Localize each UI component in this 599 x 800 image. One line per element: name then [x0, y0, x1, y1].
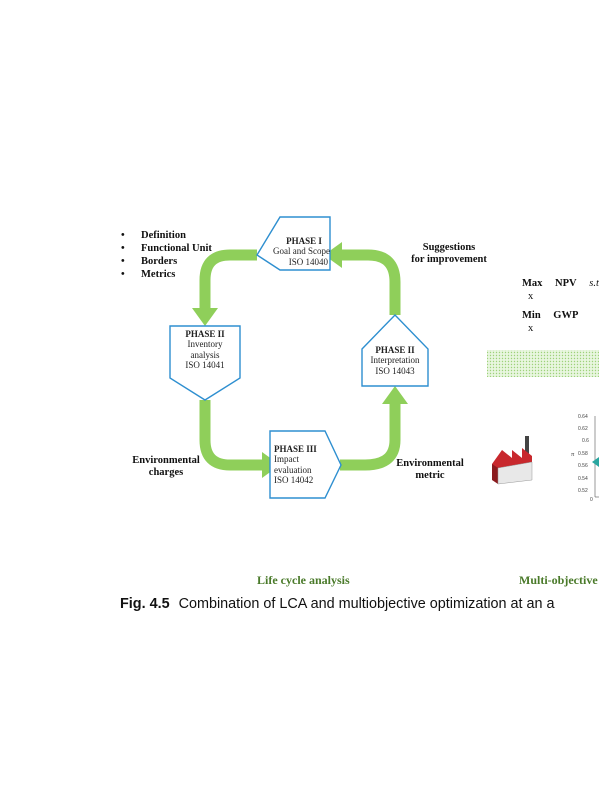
phase-inventory-line: Inventory [187, 339, 223, 349]
pareto-marker [592, 457, 599, 467]
bullet-item: Definition [120, 229, 212, 242]
environmental-metric-line: Environmental [396, 458, 464, 469]
environmental-charges-line: charges [148, 467, 184, 478]
st-label: s.t [589, 278, 599, 289]
phase-inventory-line: analysis [190, 349, 220, 360]
arrowhead-up-right [382, 386, 408, 404]
inventory-box-shape [169, 325, 241, 401]
environmental-charges-line: Environmental [132, 455, 200, 466]
phase-boxes [169, 216, 429, 499]
phase-impact-box: PHASE III Impact evaluation ISO 14042 [274, 444, 326, 486]
max-label: Max [522, 278, 543, 289]
bullet-item: Functional Unit [120, 242, 212, 255]
min-var: x [528, 323, 534, 334]
scope-bullet-list: Definition Functional Unit Borders Metri… [120, 229, 212, 281]
phase-interpretation-line: Interpretation [370, 355, 420, 365]
interpretation-box-shape [361, 313, 429, 387]
arrowhead-left-top [324, 242, 342, 268]
phase-impact-line: evaluation [274, 464, 312, 475]
max-objective: NPV [555, 278, 577, 289]
ytick-label: 0.52 [578, 488, 588, 494]
environmental-metric-line: metric [415, 470, 445, 481]
min-label: Min [522, 310, 541, 321]
min-objective: GWP [553, 310, 579, 321]
phase-inventory-box: PHASE II Inventory analysis ISO 14041 [170, 329, 240, 371]
phase-goal-box: PHASE I Goal and Scope ISO 14040 [270, 236, 332, 267]
pareto-plot-axes [594, 416, 599, 498]
goal-box-shape [256, 216, 331, 271]
dotted-band [487, 350, 599, 377]
bullet-item: Metrics [120, 268, 212, 281]
min-objective-row: Min GWP [522, 310, 578, 321]
phase-interpretation-line: ISO 14043 [375, 365, 415, 376]
max-var: x [528, 291, 534, 302]
phase-inventory-title: PHASE II [185, 329, 225, 339]
ytick-label: 0.56 [578, 463, 588, 469]
max-objective-row: Max NPV s.t [522, 278, 599, 289]
phase-goal-line: ISO 14040 [288, 256, 328, 267]
plot-ylabel: π [571, 452, 575, 458]
arrow-impact-to-interpretation [340, 402, 401, 471]
suggestions-line: for improvement [411, 254, 487, 265]
bullet-item: Borders [120, 255, 212, 268]
figure-caption: Fig. 4.5 Combination of LCA and multiobj… [120, 596, 555, 612]
impact-box-shape [269, 430, 342, 499]
phase-impact-line: ISO 14042 [274, 475, 314, 485]
ytick-label: 0.54 [578, 476, 588, 482]
phase-goal-line: Goal and Scope [273, 246, 330, 256]
figure-label: Fig. 4.5 [120, 596, 170, 612]
arrow-interpretation-to-goal [340, 249, 401, 315]
phase-goal-title: PHASE I [286, 236, 322, 246]
arrow-goal-to-inventory [199, 249, 257, 310]
phase-interpretation-title: PHASE II [375, 345, 415, 355]
lca-section-title: Life cycle analysis [257, 573, 350, 587]
moo-section-title: Multi-objective [519, 573, 598, 587]
suggestions-line: Suggestions [422, 242, 476, 253]
phase-inventory-line: ISO 14041 [185, 360, 225, 370]
environmental-charges-label: Environmental charges [128, 455, 204, 479]
environmental-metric-label: Environmental metric [392, 458, 468, 482]
xtick-label: 0 [590, 497, 593, 503]
suggestions-label: Suggestions for improvement [404, 242, 494, 266]
arrow-inventory-to-impact [199, 400, 263, 471]
ytick-label: 0.58 [578, 451, 588, 457]
ytick-label: 0.62 [578, 426, 588, 432]
phase-impact-line: Impact [274, 454, 299, 464]
arrowhead-down-left [192, 308, 218, 326]
phase-impact-title: PHASE III [274, 444, 317, 454]
factory-icon [492, 436, 533, 485]
ytick-label: 0.6 [582, 438, 589, 444]
caption-text: Combination of LCA and multiobjective op… [178, 596, 555, 612]
ytick-label: 0.64 [578, 414, 588, 420]
phase-interpretation-box: PHASE II Interpretation ISO 14043 [362, 345, 428, 376]
